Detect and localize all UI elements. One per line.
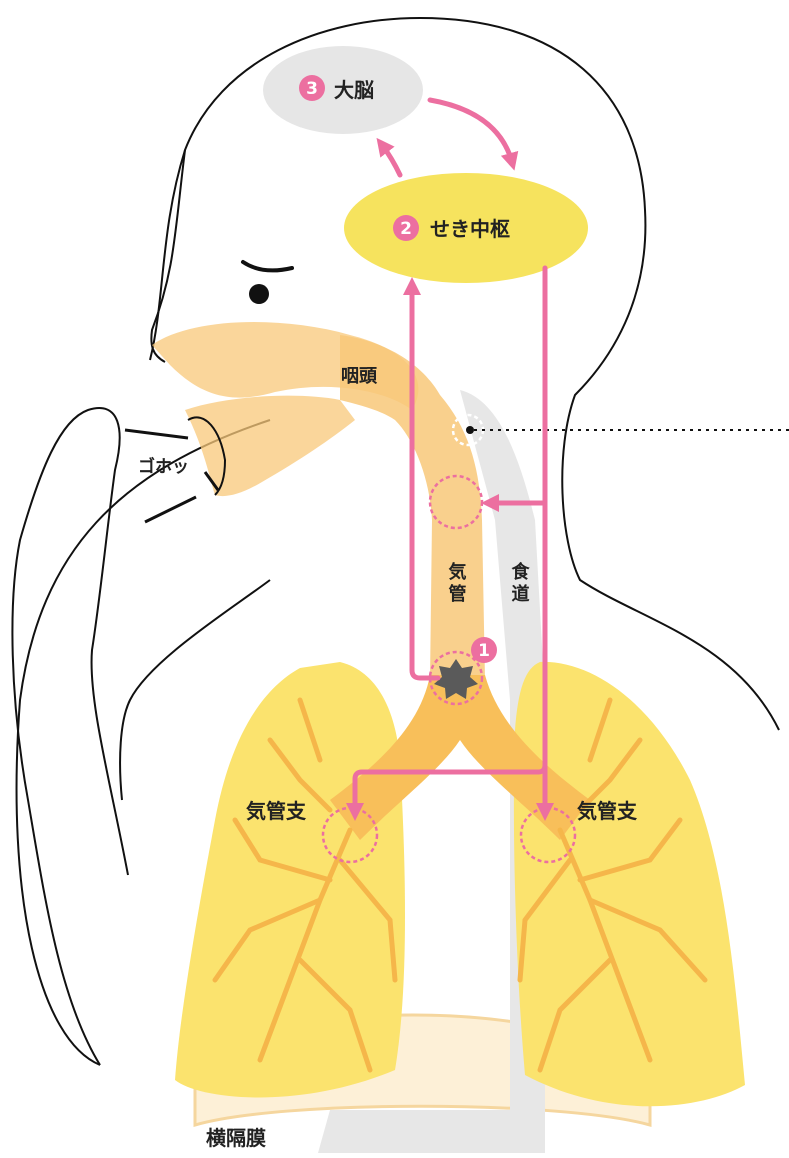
eyebrow: [243, 262, 292, 270]
right-bronchus-label: 気管支: [577, 799, 638, 823]
cough-line-top: [125, 430, 188, 438]
cough-sound-label: ゴホッ: [138, 456, 189, 477]
cough-line-bottom: [145, 497, 196, 522]
brain-to-center-arrow: [430, 100, 512, 162]
pharynx-label: 咽頭: [341, 366, 378, 387]
step3-number: 3: [306, 79, 318, 99]
step2-number: 2: [400, 219, 412, 239]
center-to-brain-arrow: [382, 145, 400, 175]
pharynx-sensor-dot: [466, 426, 474, 434]
diaphragm-label: 横隔膜: [206, 1126, 266, 1150]
eye: [249, 284, 269, 304]
left-lung: [175, 662, 405, 1098]
esophagus-label: 食道: [509, 561, 531, 606]
hand-outline: [12, 408, 128, 1065]
step1-number: 1: [478, 641, 490, 661]
left-bronchus-label: 気管支: [246, 799, 307, 823]
cough-center-label: せき中枢: [430, 217, 510, 241]
brain-label: 大脳: [334, 78, 374, 102]
trachea-label: 気管: [446, 561, 467, 606]
